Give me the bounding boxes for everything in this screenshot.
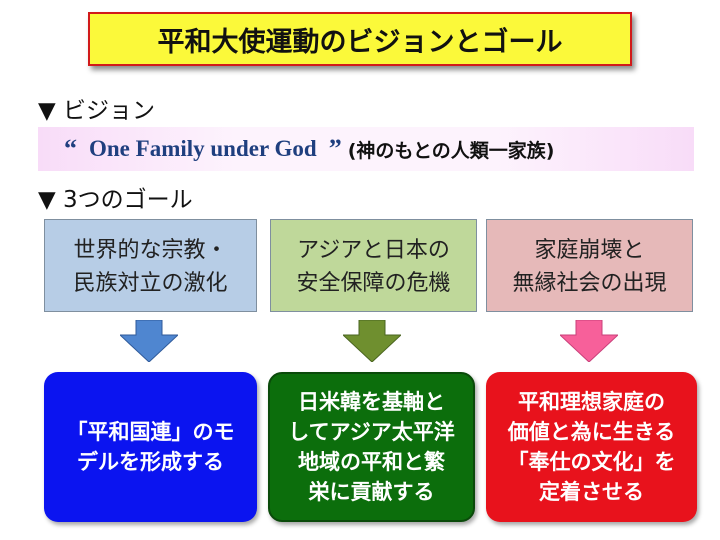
problem-text-3: 家庭崩壊と 無縁社会の出現 — [512, 237, 667, 296]
problem-text-1: 世界的な宗教・ 民族対立の激化 — [73, 237, 228, 296]
page-title: 平和大使運動のビジョンとゴール — [88, 12, 632, 66]
vision-japanese: (神のもとの人類一家族) — [347, 139, 555, 162]
action-text-1: 「平和国連」のモ デルを形成する — [66, 420, 235, 474]
vision-banner: “ One Family under God ” (神のもとの人類一家族) — [38, 127, 694, 171]
vision-heading: ▼ ビジョン — [38, 98, 155, 124]
down-arrow-icon-3 — [560, 320, 618, 362]
problem-text-2: アジアと日本の 安全保障の危機 — [296, 237, 451, 296]
problem-box-3: 家庭崩壊と 無縁社会の出現 — [486, 219, 693, 312]
action-box-2: 日米韓を基軸と してアジア太平洋 地域の平和と繁 栄に貢献する — [268, 372, 475, 522]
down-arrow-icon-2 — [343, 320, 401, 362]
action-box-1: 「平和国連」のモ デルを形成する — [44, 372, 257, 522]
problem-box-2: アジアと日本の 安全保障の危機 — [270, 219, 477, 312]
down-arrow-icon-1 — [120, 320, 178, 362]
action-text-2: 日米韓を基軸と してアジア太平洋 地域の平和と繁 栄に貢献する — [288, 390, 455, 504]
arrow-shape-1 — [120, 320, 178, 362]
action-text-3: 平和理想家庭の 価値と為に生きる 「奉仕の文化」を 定着させる — [507, 390, 676, 504]
goals-heading: ▼ 3つのゴール — [38, 187, 193, 213]
close-quote: ” — [328, 134, 342, 163]
open-quote: “ — [64, 134, 77, 163]
vision-english: One Family under God — [89, 136, 317, 161]
arrow-shape-2 — [343, 320, 401, 362]
arrow-shape-3 — [560, 320, 618, 362]
action-box-3: 平和理想家庭の 価値と為に生きる 「奉仕の文化」を 定着させる — [486, 372, 697, 522]
problem-box-1: 世界的な宗教・ 民族対立の激化 — [44, 219, 257, 312]
